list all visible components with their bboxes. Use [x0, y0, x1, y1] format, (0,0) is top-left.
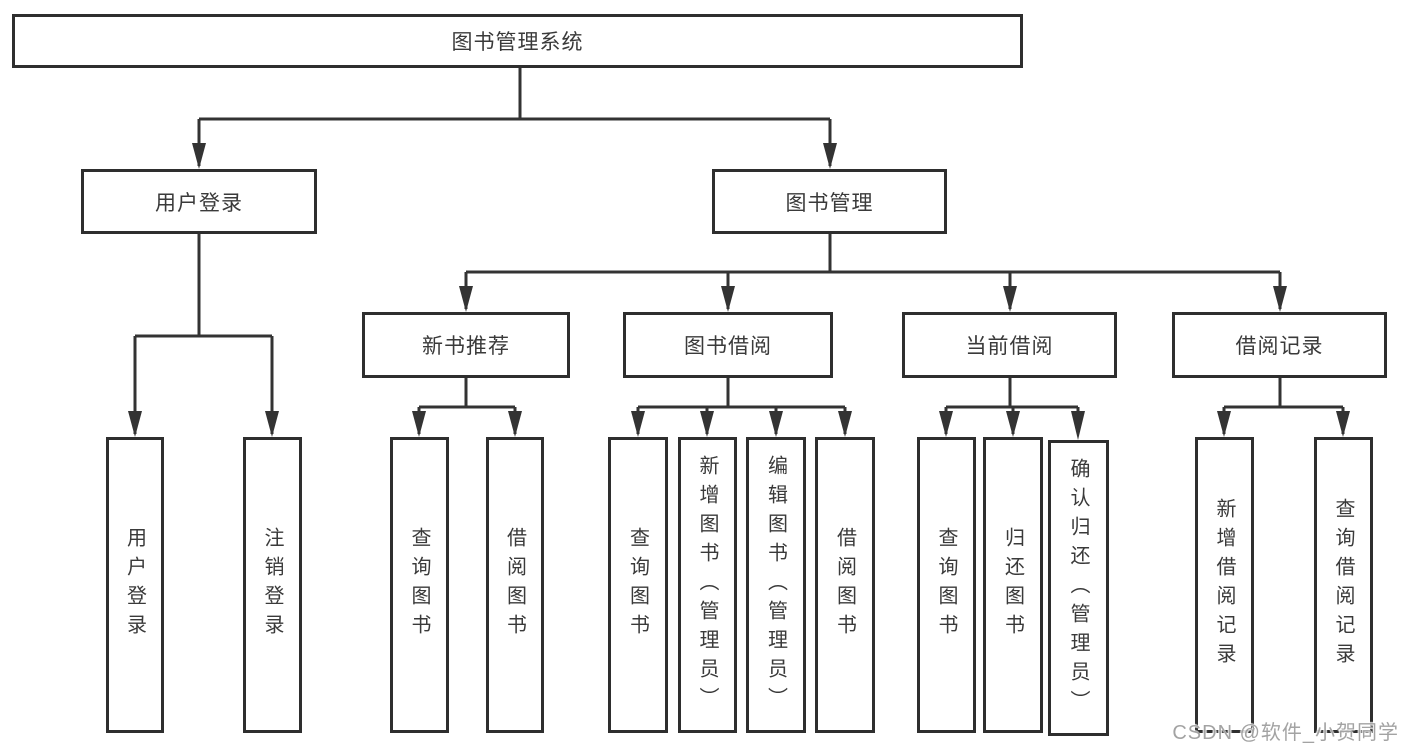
leaf-add-book-admin: 新增图书（管理员） [678, 437, 737, 733]
node-new-book-recommendation: 新书推荐 [362, 312, 570, 378]
csdn-watermark: CSDN @软件_小贺同学 [1172, 722, 1399, 744]
node-borrowing-records: 借阅记录 [1172, 312, 1387, 378]
leaf-query-book-borrow: 查询图书 [608, 437, 668, 733]
node-user-login: 用户登录 [81, 169, 317, 234]
leaf-add-borrow-record: 新增借阅记录 [1195, 437, 1254, 733]
leaf-logout: 注销登录 [243, 437, 302, 733]
leaf-user-login-label: 用户登录 [123, 527, 146, 643]
node-current-borrowing: 当前借阅 [902, 312, 1117, 378]
leaf-query-book-current: 查询图书 [917, 437, 976, 733]
leaf-return-book-label: 归还图书 [1001, 527, 1024, 643]
leaf-confirm-return-admin: 确认归还（管理员） [1048, 440, 1109, 736]
leaf-query-borrow-record-label: 查询借阅记录 [1332, 498, 1354, 672]
leaf-query-borrow-record: 查询借阅记录 [1314, 437, 1373, 733]
leaf-return-book: 归还图书 [983, 437, 1043, 733]
leaf-query-book-recommend: 查询图书 [390, 437, 449, 733]
node-book-management: 图书管理 [712, 169, 947, 234]
leaf-borrow-book-label: 借阅图书 [833, 527, 856, 643]
node-library-management-system: 图书管理系统 [12, 14, 1023, 68]
leaf-borrow-book-recommend-label: 借阅图书 [503, 527, 526, 643]
leaf-borrow-book-recommend: 借阅图书 [486, 437, 544, 733]
leaf-add-borrow-record-label: 新增借阅记录 [1213, 498, 1235, 672]
leaf-borrow-book: 借阅图书 [815, 437, 875, 733]
leaf-confirm-return-admin-label: 确认归还（管理员） [1067, 457, 1089, 719]
leaf-edit-book-admin: 编辑图书（管理员） [746, 437, 806, 733]
leaf-query-book-current-label: 查询图书 [935, 527, 957, 643]
node-book-borrowing: 图书借阅 [623, 312, 833, 378]
leaf-add-book-admin-label: 新增图书（管理员） [696, 454, 718, 716]
leaf-logout-label: 注销登录 [261, 527, 283, 643]
leaf-query-book-borrow-label: 查询图书 [626, 527, 649, 643]
leaf-user-login: 用户登录 [106, 437, 164, 733]
leaf-query-book-recommend-label: 查询图书 [408, 527, 430, 643]
leaf-edit-book-admin-label: 编辑图书（管理员） [764, 454, 787, 716]
arrowheads [128, 143, 1350, 440]
